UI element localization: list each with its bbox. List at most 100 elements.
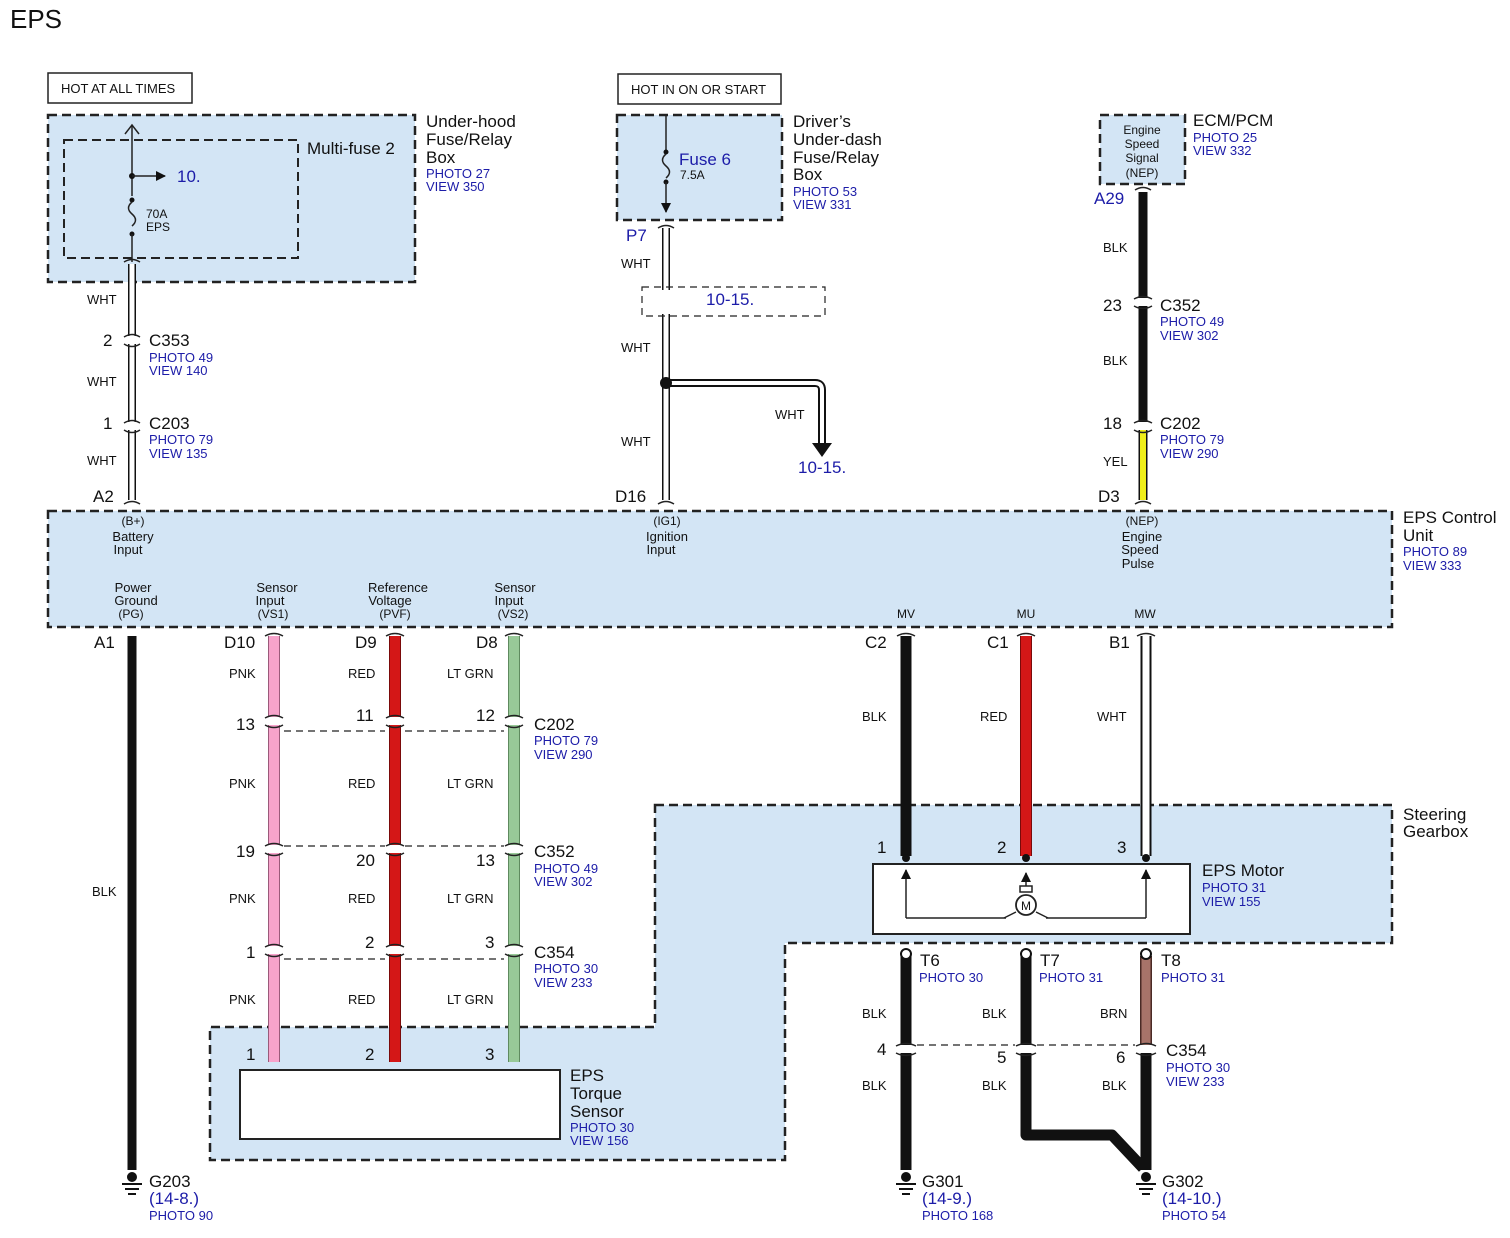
motor-internals	[901, 854, 1151, 919]
pin-number: 1	[246, 1045, 255, 1064]
ecu-label: (IG1)	[653, 514, 680, 528]
pin-number: 11	[356, 706, 374, 725]
wire-wht-branch	[666, 381, 824, 445]
view-ref: VIEW 233	[1166, 1074, 1225, 1089]
wire-color-label: WHT	[87, 292, 117, 307]
wire-color-label: WHT	[1097, 709, 1127, 724]
wire-color-label: BLK	[982, 1078, 1007, 1093]
page-title: EPS	[10, 4, 62, 34]
photo-ref: PHOTO 49	[1160, 314, 1224, 329]
view-ref: VIEW 290	[534, 747, 593, 762]
underhood-view: VIEW 350	[426, 179, 485, 194]
photo-ref: PHOTO 30	[1166, 1060, 1230, 1075]
photo-ref: PHOTO 79	[149, 432, 213, 447]
ground-g301: G301	[922, 1172, 964, 1191]
hot-in-on-box	[617, 73, 782, 105]
fuse-6-icon	[661, 153, 671, 179]
ecu-name-1: EPS Control	[1403, 508, 1497, 527]
wire-color-label: BLK	[862, 1078, 887, 1093]
wire-color-label: RED	[980, 709, 1007, 724]
wire-color-label: YEL	[1103, 454, 1128, 469]
underhood-name-2: Fuse/Relay	[426, 130, 512, 149]
pin-a2: A2	[93, 487, 114, 506]
torque-name-1: EPS	[570, 1066, 604, 1085]
pin-number: 13	[236, 715, 255, 734]
ecu-label: Pulse	[1122, 556, 1155, 571]
pin-number: 3	[485, 933, 494, 952]
pin-d8: D8	[476, 633, 498, 652]
ecu-label: Input	[647, 542, 676, 557]
pin-number: 12	[476, 706, 495, 725]
wire-color-label: BLK	[1103, 353, 1128, 368]
ecu-label: Power	[115, 580, 153, 595]
underhood-fuse-box	[46, 113, 417, 284]
fuse-6-label: Fuse 6	[679, 150, 731, 169]
wire-color-label: LT GRN	[447, 666, 493, 681]
underhood-name-1: Under-hood	[426, 112, 516, 131]
pin-number: 18	[1103, 414, 1122, 433]
ecu-label: Battery	[112, 529, 154, 544]
pin-a29: A29	[1094, 189, 1124, 208]
pin-number: 2	[365, 933, 374, 952]
hot-at-all-times-box	[47, 72, 193, 104]
eps-torque-sensor-box	[239, 1069, 561, 1140]
pin-number: 5	[997, 1048, 1006, 1067]
connector-c354: C354	[1166, 1041, 1207, 1060]
ref-10-15-branch: 10-15.	[798, 458, 846, 477]
multifuse-2-box	[63, 139, 299, 259]
hot-at-all-times-label: HOT AT ALL TIMES	[61, 81, 175, 96]
underdash-photo: PHOTO 53	[793, 184, 857, 199]
ecu-label: Input	[114, 542, 143, 557]
motor-symbol-icon	[1015, 894, 1037, 916]
ecu-label: (B+)	[121, 514, 144, 528]
ref-10-15: 10-15.	[706, 290, 754, 309]
torque-view: VIEW 156	[570, 1133, 629, 1148]
photo-ref: PHOTO 30	[534, 961, 598, 976]
view-ref: VIEW 302	[534, 874, 593, 889]
ground-g302-ref: (14-10.)	[1162, 1189, 1222, 1208]
ecu-label: Input	[495, 593, 524, 608]
splice-dot	[660, 377, 672, 389]
ground-icon	[896, 1172, 916, 1195]
connector-c203: C203	[149, 414, 190, 433]
pin-d9: D9	[355, 633, 377, 652]
wire-color-label: LT GRN	[447, 776, 493, 791]
pin-c1: C1	[987, 633, 1009, 652]
multifuse-label: Multi-fuse 2	[307, 139, 395, 158]
ground-g302: G302	[1162, 1172, 1204, 1191]
pin-number: 1	[877, 838, 886, 857]
fuse-amp-label: 70A	[146, 207, 167, 221]
torque-name-3: Sensor	[570, 1102, 624, 1121]
wire-color-label: BLK	[1103, 240, 1128, 255]
ecu-label: Ground	[114, 593, 157, 608]
pin-d3: D3	[1098, 487, 1120, 506]
pin-number: 2	[997, 838, 1006, 857]
ecu-label: Input	[256, 593, 285, 608]
connector-c352: C352	[1160, 296, 1201, 315]
photo-ref: PHOTO 79	[534, 733, 598, 748]
wire-color-label: RED	[348, 992, 375, 1007]
pin-p7: P7	[626, 226, 647, 245]
ecu-label: (NEP)	[1126, 514, 1159, 528]
wire-color-label: WHT	[775, 407, 805, 422]
pin-number: 6	[1116, 1048, 1125, 1067]
underdash-name-1: Driver’s	[793, 112, 851, 131]
wire-color-label: BLK	[862, 1006, 887, 1021]
ground-g301-photo: PHOTO 168	[922, 1208, 993, 1223]
wire-color-label: WHT	[621, 434, 651, 449]
gearbox-name-1: Steering	[1403, 805, 1466, 824]
wire-color-label: WHT	[621, 340, 651, 355]
pin-number: 3	[1117, 838, 1126, 857]
view-ref: VIEW 140	[149, 363, 208, 378]
ecm-name: ECM/PCM	[1193, 111, 1273, 130]
terminal-t6	[900, 948, 912, 960]
ecu-photo: PHOTO 89	[1403, 544, 1467, 559]
connector-c202: C202	[1160, 414, 1201, 433]
wire-color-label: BRN	[1100, 1006, 1127, 1021]
wire-color-label: BLK	[982, 1006, 1007, 1021]
pin-a1: A1	[94, 633, 115, 652]
ref-10-15-box	[641, 286, 826, 317]
terminal-t7-label: T7	[1040, 951, 1060, 970]
ground-g203-ref: (14-8.)	[149, 1189, 199, 1208]
pin-number: 1	[103, 414, 112, 433]
